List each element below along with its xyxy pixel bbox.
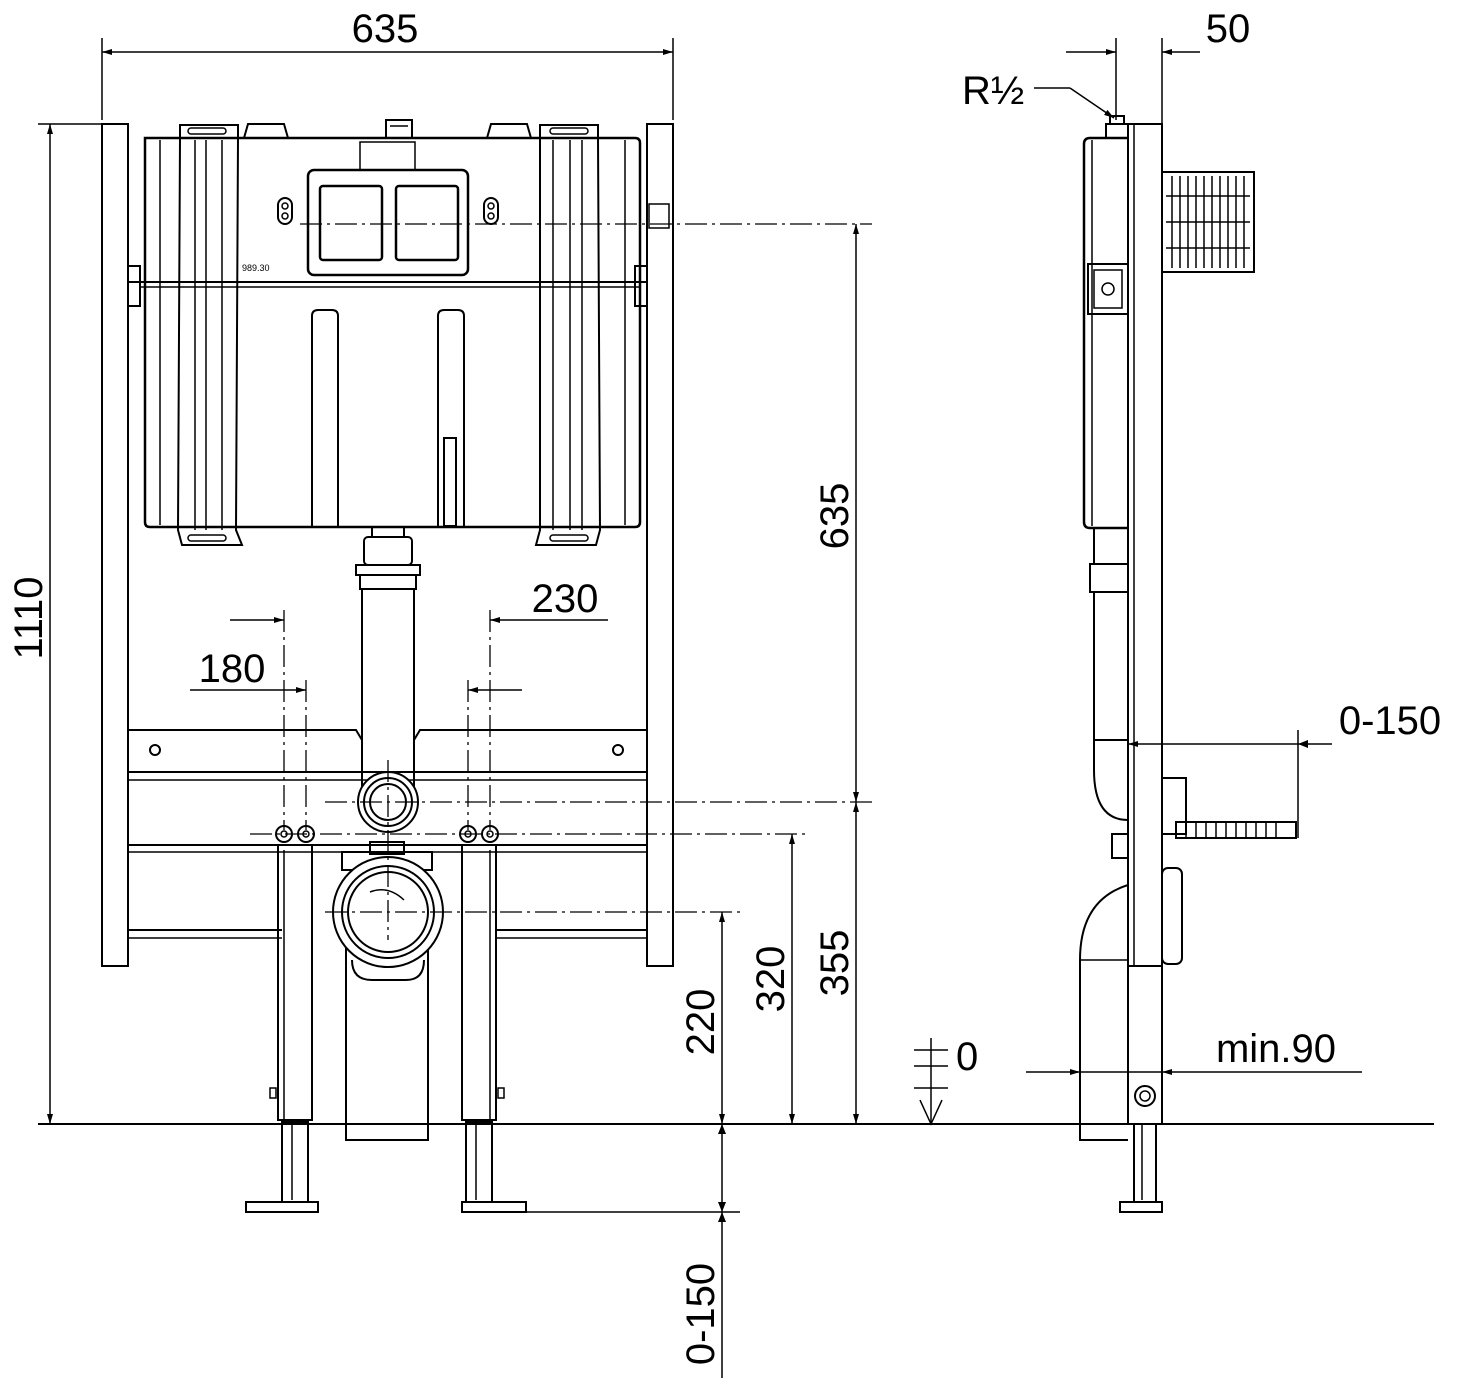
dim-230: 230: [532, 577, 599, 621]
flush-pipe: [355, 526, 421, 790]
model-label: 989.30: [242, 263, 270, 273]
dim-355: 355: [813, 930, 857, 997]
dim-feet-0-150: 0-150: [679, 1263, 723, 1365]
dim-depth-50: 50: [1206, 7, 1251, 51]
dim-220: 220: [679, 989, 723, 1056]
cistern: 989.30: [127, 119, 670, 546]
side-dimensions: 50 R½ 0-150 min.90: [962, 7, 1441, 1075]
zero-level-label: 0: [956, 1035, 978, 1079]
front-view: 989.30: [101, 119, 872, 1213]
left-post: [101, 123, 129, 967]
dim-180: 180: [199, 647, 266, 691]
dim-vertical-635: 635: [813, 483, 857, 550]
stud-thread-hatch: [1185, 822, 1277, 838]
dim-width-635: 635: [352, 7, 419, 51]
legs: [245, 844, 527, 1213]
dim-320: 320: [749, 946, 793, 1013]
zero-level-symbol: 0: [914, 1035, 978, 1126]
dim-min-90: min.90: [1216, 1027, 1336, 1071]
front-dimensions: 635 1110 635 355 320 220 0-150 230 180: [7, 7, 978, 1378]
thread-size-label: R½: [962, 69, 1024, 113]
side-flush-plate-hatch: [1166, 176, 1250, 268]
side-view: [1079, 115, 1297, 1213]
dim-height-1110: 1110: [7, 576, 51, 659]
right-post: [646, 123, 674, 967]
dim-stud-0-150: 0-150: [1339, 699, 1441, 743]
